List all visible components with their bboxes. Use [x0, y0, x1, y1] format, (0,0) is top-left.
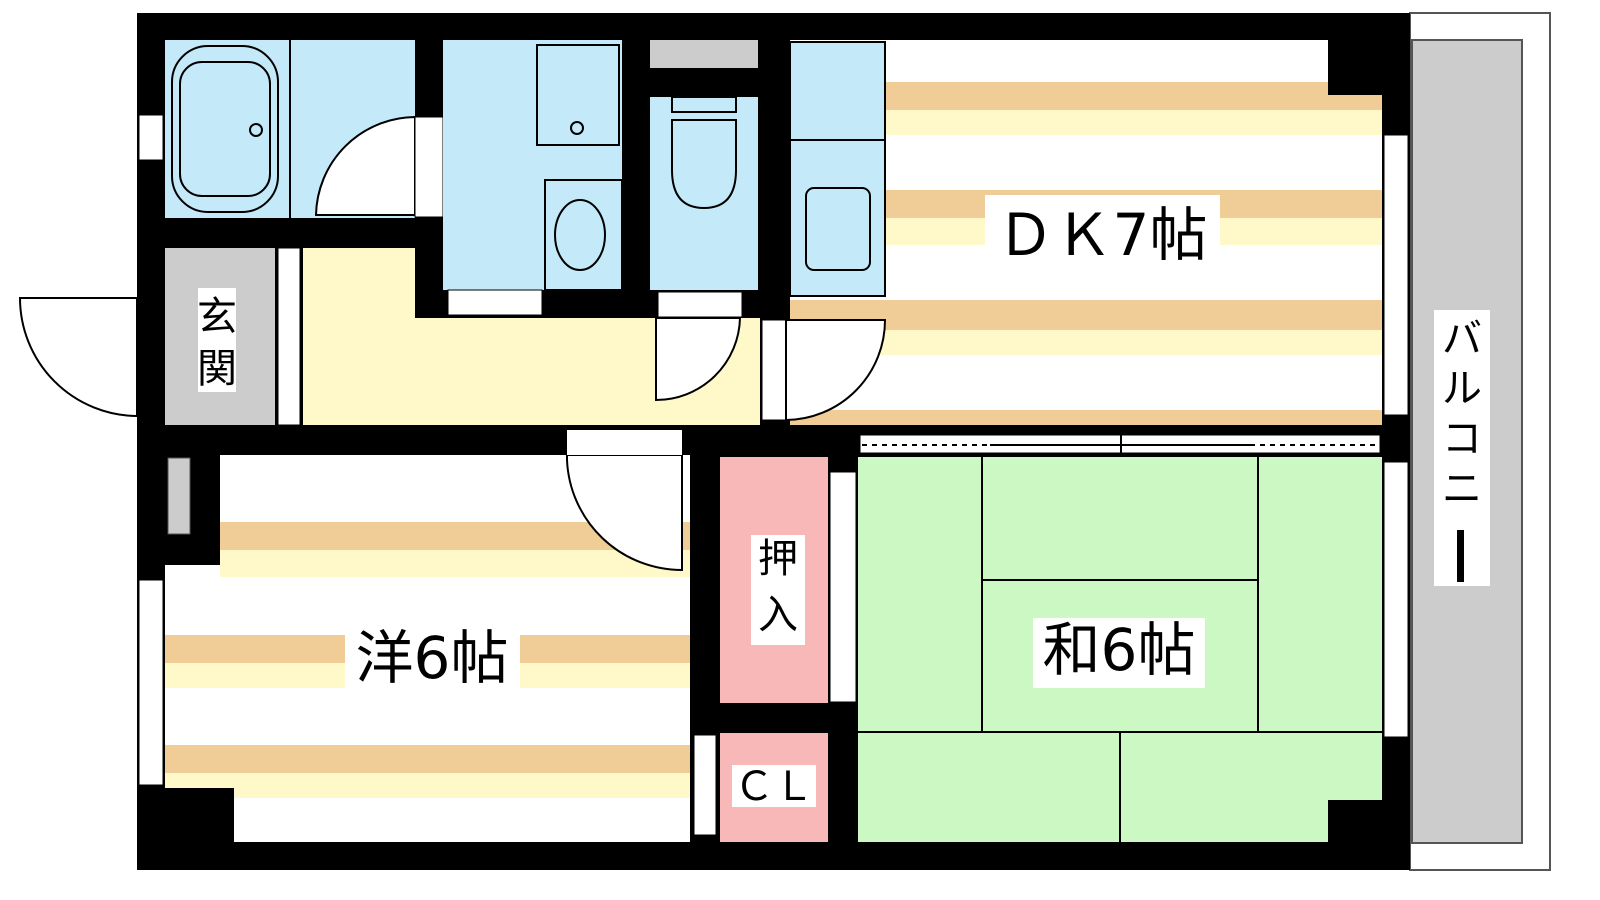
japanese-label: 和6帖	[1043, 616, 1196, 684]
dk-label: ＤＫ7帖	[997, 201, 1208, 269]
toilet-room	[650, 40, 758, 318]
entrance: 玄 関	[18, 247, 301, 426]
japanese-room: 和6帖	[858, 434, 1410, 870]
cl-closet: ＣＬ	[693, 733, 828, 842]
entrance-label: 玄	[197, 294, 237, 340]
western-label: 洋6帖	[356, 624, 509, 692]
oshiire-label: 押	[758, 536, 798, 582]
balcony-label: ル	[1442, 366, 1482, 412]
balcony: バ ル コ ニ	[1409, 12, 1551, 871]
hallway	[303, 248, 760, 425]
bathroom	[165, 40, 444, 218]
cl-label: ＣＬ	[734, 764, 814, 810]
oshiire-label: 入	[758, 592, 798, 638]
balcony-label: ニ	[1442, 466, 1482, 512]
dk-door[interactable]	[785, 319, 887, 422]
western-room: 洋6帖	[137, 430, 690, 870]
washroom	[443, 40, 623, 316]
entrance-label: 関	[197, 346, 237, 392]
entrance-door[interactable]	[18, 297, 138, 418]
balcony-label: コ	[1442, 416, 1482, 462]
oshiire-closet: 押 入	[720, 457, 857, 703]
western-door[interactable]	[566, 454, 683, 572]
balcony-label: バ	[1442, 316, 1482, 362]
toilet-door[interactable]	[655, 317, 742, 402]
dk-room: ＤＫ7帖	[789, 40, 1382, 425]
